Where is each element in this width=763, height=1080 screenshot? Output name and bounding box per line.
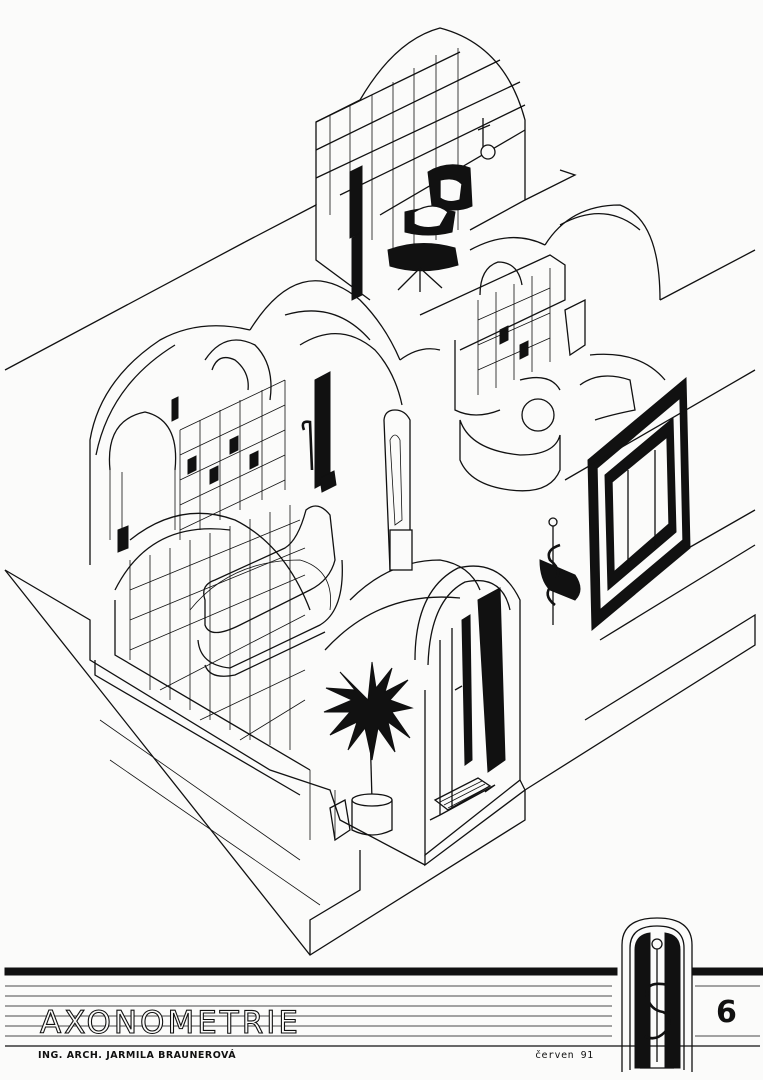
title-block: AXONOMETRIE ING. ARCH. JARMILA BRAUNEROV…	[4, 917, 763, 1072]
potted-palm	[323, 661, 414, 836]
vaulted-ceiling	[89, 204, 666, 651]
right-cabinets	[419, 254, 636, 492]
sheet-number: 6	[716, 995, 737, 1030]
drawing-date: červen 91	[535, 1049, 594, 1061]
drawing-title: AXONOMETRIE	[40, 1005, 301, 1041]
architect-credit: ING. ARCH. JARMILA BRAUNEROVÁ	[38, 1049, 236, 1061]
serpent-emblem	[539, 517, 581, 625]
framed-mirror	[587, 376, 691, 632]
reception-counter	[189, 505, 343, 677]
left-shelving	[109, 356, 311, 771]
dark-door	[171, 371, 337, 493]
lounge-chair	[387, 164, 473, 292]
title-block-top-rule	[4, 967, 618, 976]
back-room	[244, 27, 577, 301]
floor-plan-outline	[4, 241, 756, 956]
statue-niche	[383, 409, 413, 572]
front-doorway	[414, 565, 526, 867]
serpent-logo	[621, 917, 693, 1072]
